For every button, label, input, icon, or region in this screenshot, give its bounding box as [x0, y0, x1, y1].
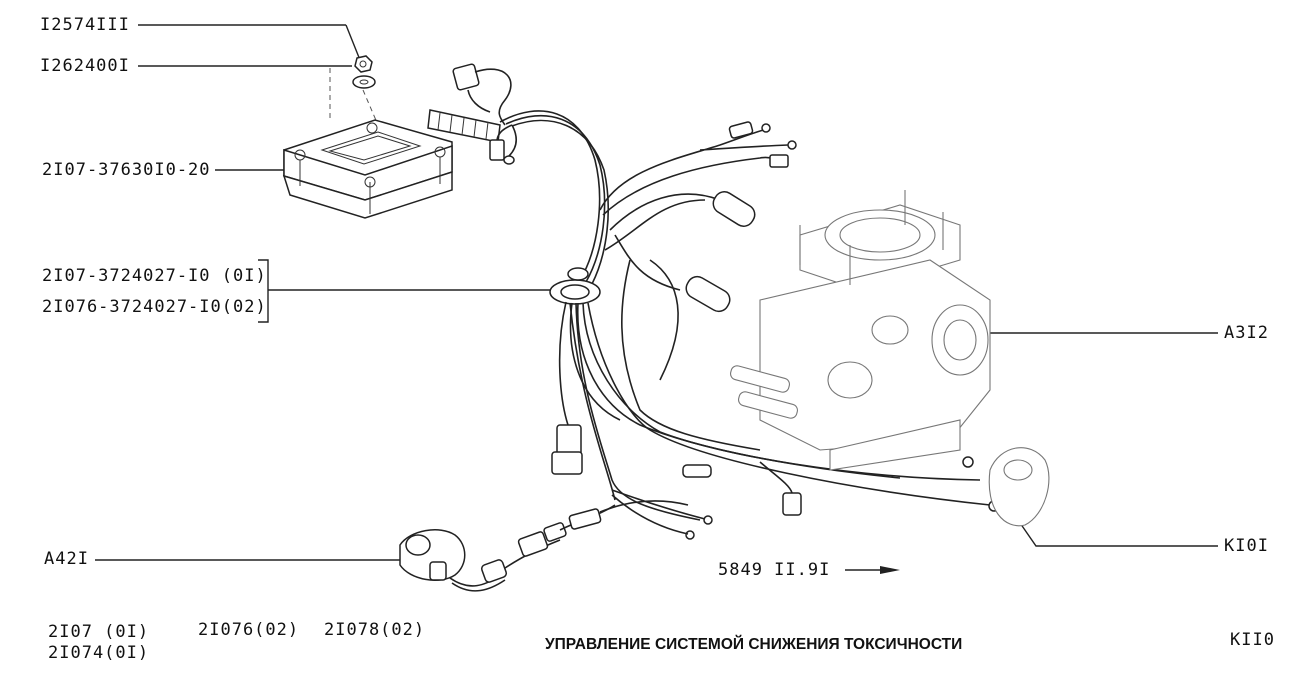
callout-washer: I262400I [40, 56, 130, 76]
page-code: KII0 [1230, 630, 1275, 650]
diagram-title: УПРАВЛЕНИЕ СИСТЕМОЙ СНИЖЕНИЯ ТОКСИЧНОСТИ [545, 636, 963, 653]
callout-nut: I2574III [40, 15, 130, 35]
footer-model-21078: 2I078(02) [324, 620, 426, 640]
callout-harness-02: 2I076-3724027-I0(02) [42, 297, 267, 317]
callout-control-unit: 2I07-37630I0-20 [42, 160, 211, 180]
footer-model-21076: 2I076(02) [198, 620, 300, 640]
solenoid-valve [399, 500, 689, 592]
callout-distributor: KI0I [1224, 536, 1269, 556]
footer-model-21074: 2I074(0I) [48, 643, 150, 663]
washer-part [352, 75, 376, 89]
wiring-harness [499, 110, 1000, 540]
control-unit [282, 119, 453, 219]
ecu-connector [427, 63, 517, 165]
callout-carburetor: A3I2 [1224, 323, 1269, 343]
leader-lines [95, 24, 1218, 574]
footer-model-2107: 2I07 (0I) [48, 622, 150, 642]
callout-harness-01: 2I07-3724027-I0 (0I) [42, 266, 267, 286]
callout-continuation: 5849 II.9I [718, 560, 831, 580]
nut-part [354, 55, 373, 73]
callout-valve: A42I [44, 549, 89, 569]
distributor [988, 447, 1050, 527]
carburetor [730, 190, 991, 471]
